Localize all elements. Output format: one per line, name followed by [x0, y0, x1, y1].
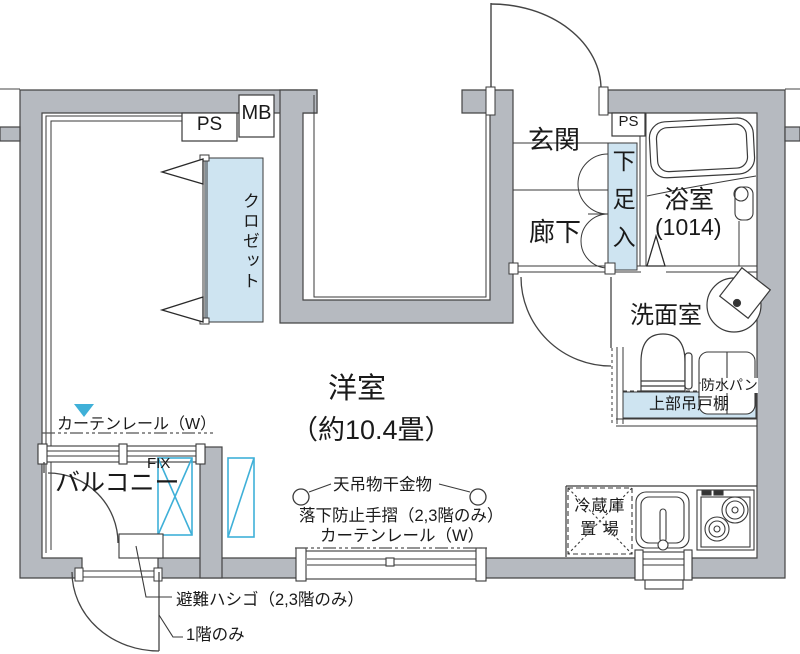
gate-door-arc [71, 571, 160, 652]
swing-doors [43, 276, 612, 652]
wall-stub-left [0, 126, 21, 142]
upper-cabinet-label: 上部吊戸棚 [649, 396, 730, 413]
fall-prevention-rail-label: 落下防止手摺（2,3階のみ） [299, 507, 504, 525]
shoe-box-door-arc-1 [577, 153, 609, 215]
ceiling-drying-hardware-label: 天吊物干金物 [333, 476, 432, 494]
drying-hardware-leader-right [438, 483, 471, 493]
bathroom-size-label: (1014) [655, 214, 722, 240]
kitchen-sink [635, 491, 690, 551]
waterproof-pan-label: 防水パン [701, 377, 758, 393]
balcony-label: バルコニー [55, 469, 180, 497]
faucet [659, 508, 667, 543]
kitchen-window [634, 549, 693, 590]
first-floor-only-label: 1階のみ [186, 626, 245, 644]
fridge-space [567, 487, 633, 555]
curtain-rail-marker [74, 404, 94, 417]
washroom-left-wall [616, 347, 624, 424]
curtain-rail-lines [42, 432, 487, 549]
gate-threshold [83, 570, 154, 578]
service-boxes [181, 94, 646, 142]
inner-wall-lines [45, 95, 757, 553]
bathroom-left-wall [639, 113, 647, 266]
fix-window-label: FIX [147, 455, 171, 472]
pipe-space-left-label: PS [196, 114, 223, 135]
entrance-label: 玄関 [528, 125, 581, 155]
wall-stub-right [784, 126, 800, 142]
curtain-rail-main-label: カーテンレール（W） [320, 527, 485, 545]
entrance-door-arc [490, 3, 602, 90]
escape-ladder-leader [135, 545, 172, 598]
shoe-box-label: 下足入 [609, 149, 636, 263]
wall-void-u [279, 89, 514, 324]
escape-hatch [118, 533, 164, 559]
leader-lines [135, 483, 471, 638]
curtain-rail-balcony-label: カーテンレール（W） [57, 416, 217, 433]
fix-windows [157, 457, 255, 538]
stove [696, 489, 755, 551]
closet-label: クロゼット [239, 192, 259, 292]
closet-door-triangle-top [159, 158, 204, 185]
void-inner-outline [313, 95, 487, 298]
washroom-label: 洗面室 [630, 302, 702, 329]
drying-hardware-leader-left [308, 483, 332, 493]
ceiling-drying-hooks [292, 488, 487, 506]
bath-drain [733, 186, 749, 202]
burner-right [721, 496, 749, 524]
main-window [295, 547, 487, 582]
bath-counter [734, 186, 754, 221]
wall-left-top [19, 89, 318, 579]
main-room-label: 洋室 [328, 373, 387, 405]
fridge-space-label-1: 冷蔵庫 [574, 498, 626, 515]
pipe-space-left-box [181, 112, 238, 142]
shoe-box-fixture [577, 142, 638, 271]
entrance-step-lines [513, 142, 608, 191]
bathtub [648, 117, 756, 179]
tall-window-box [227, 457, 255, 538]
washroom-door-arc [520, 276, 612, 367]
pipe-space-right-box [611, 112, 646, 137]
escape-ladder-label: 避難ハシゴ（2,3階のみ） [176, 591, 364, 609]
balcony-sliding-window [37, 443, 206, 465]
first-floor-leader [158, 614, 183, 638]
kitchen-counter [565, 485, 757, 557]
bath-folding-door [646, 233, 666, 267]
bathroom-label: 浴室 [664, 186, 715, 214]
washroom-bottom-wall [616, 418, 757, 427]
toilet [640, 333, 693, 392]
meter-box [238, 94, 275, 138]
burner-left [704, 516, 730, 542]
meter-box-label: MB [241, 102, 272, 124]
washbasin [706, 266, 772, 333]
wall-balcony-partition [199, 446, 223, 579]
main-room-size-label: （約10.4畳） [291, 415, 452, 445]
fix-window-box [157, 457, 193, 536]
balcony-door-arc [47, 472, 119, 544]
shoe-box-door-arc-2 [580, 213, 609, 269]
closet-door-triangle-bottom [159, 296, 204, 323]
pipe-space-right-label: PS [618, 113, 639, 130]
entrance-door [490, 3, 602, 90]
fridge-space-label-2: 置 場 [580, 521, 620, 538]
closet-fixture [159, 154, 264, 325]
corridor-label: 廊下 [529, 217, 582, 247]
bathroom-details [646, 175, 757, 267]
door-posts [74, 86, 616, 582]
basin-drain [732, 298, 742, 308]
